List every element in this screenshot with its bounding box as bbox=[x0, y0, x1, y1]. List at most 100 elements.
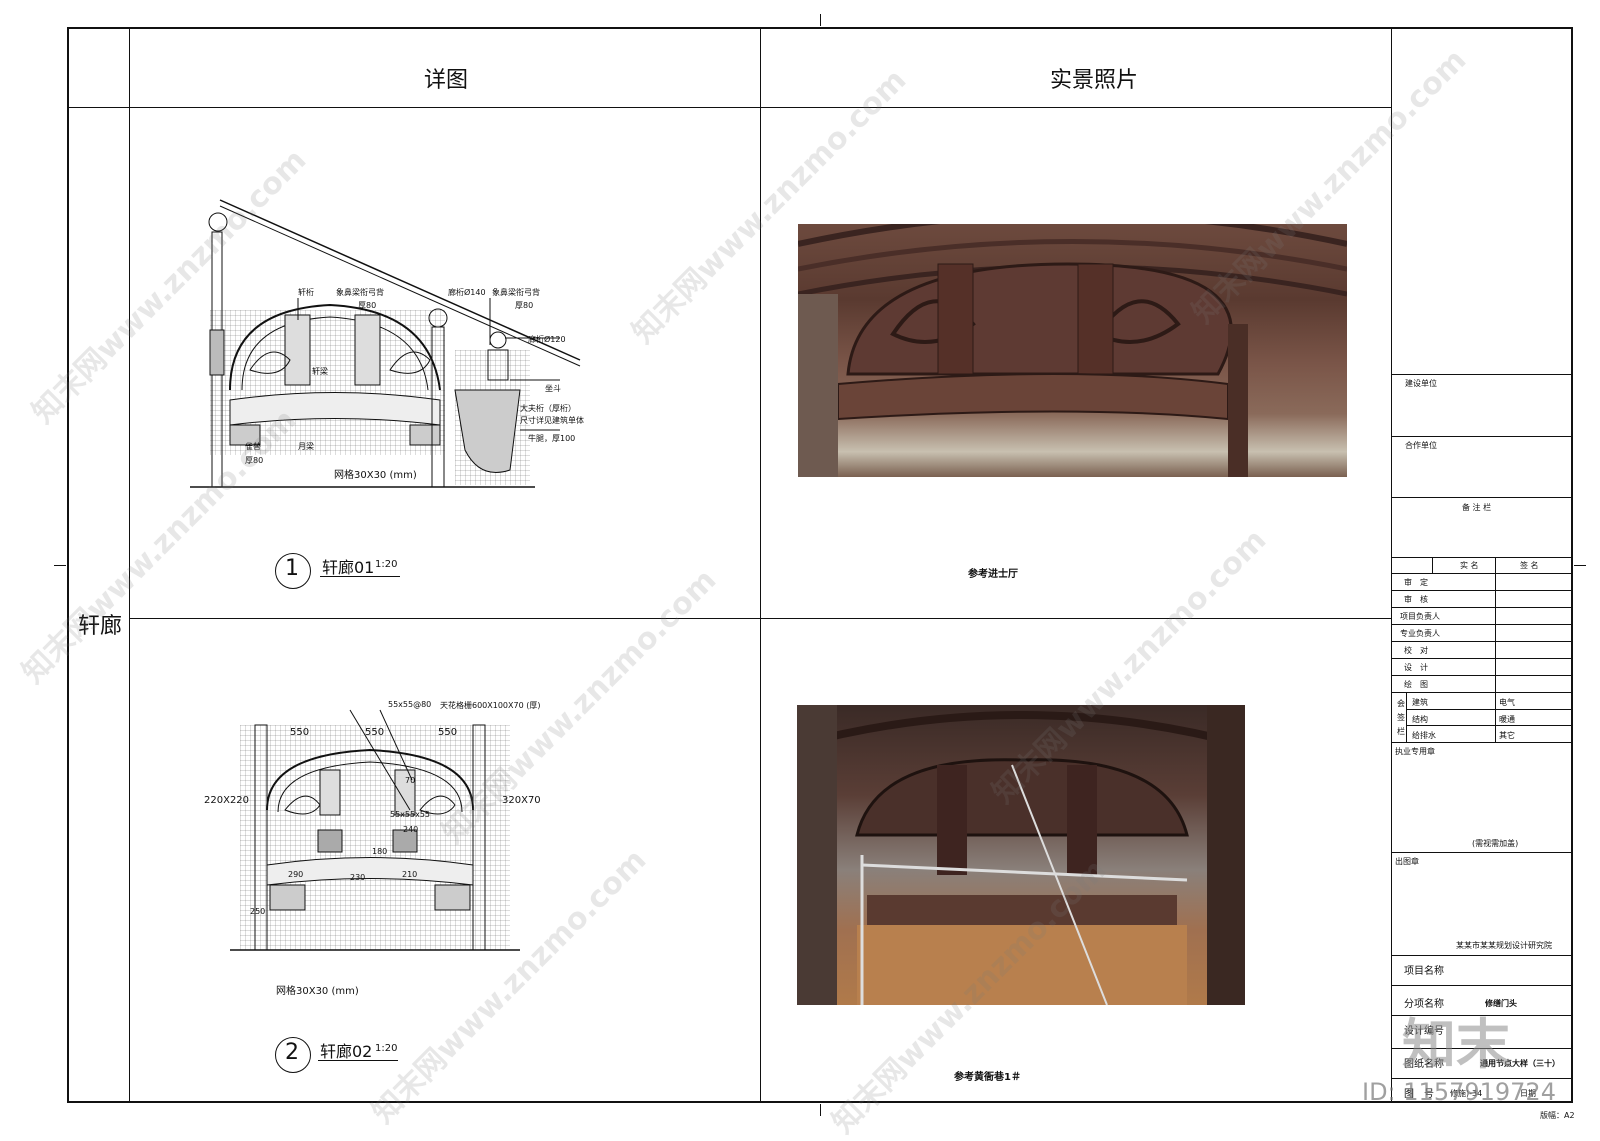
detail-01-svg bbox=[190, 199, 581, 488]
drawing-frame bbox=[67, 27, 1573, 1103]
strut-right bbox=[354, 314, 381, 386]
d2-left-dim: 220X220 bbox=[204, 795, 250, 806]
tb-client: 建设单位 bbox=[1405, 379, 1437, 388]
beam-2 bbox=[266, 857, 474, 886]
tb-row-4: 校 对 bbox=[1404, 646, 1428, 655]
d1-label-low-a: 雀替 bbox=[245, 442, 261, 451]
d2-d55: 55x55x55 bbox=[390, 810, 431, 819]
d2-label-top-a: 55x55@80 bbox=[388, 700, 432, 709]
tb-seal-note: (需视需加盖) bbox=[1472, 839, 1519, 848]
d2-d230: 230 bbox=[350, 873, 366, 882]
ornament-left bbox=[249, 351, 291, 374]
tb-cs-4: 给排水 bbox=[1412, 731, 1436, 740]
tb-real-name: 实 名 bbox=[1460, 561, 1479, 570]
block-2-left bbox=[317, 829, 343, 853]
purlin-circle-right bbox=[489, 331, 507, 349]
tb-drawing-value: 通用节点大样（三十） bbox=[1480, 1059, 1560, 1068]
purlin-circle-left bbox=[208, 212, 228, 232]
tb-seal-label: 执业专用章 bbox=[1395, 747, 1435, 756]
d2-d180: 180 bbox=[372, 847, 388, 856]
d1-label-top-a: 轩桁 bbox=[298, 288, 314, 297]
detail-01-title: 轩廊01 bbox=[322, 558, 375, 577]
d1-label-top-b-thick: 厚80 bbox=[358, 301, 377, 310]
tb-cs-0: 建筑 bbox=[1412, 698, 1428, 707]
tb-line-6 bbox=[1392, 955, 1572, 956]
tb-partner: 合作单位 bbox=[1405, 441, 1437, 450]
photo-2-svg bbox=[797, 705, 1245, 1005]
detail-01-scale: 1:20 bbox=[375, 559, 398, 570]
tb-drawing-name: 图纸名称 bbox=[1404, 1059, 1444, 1070]
grid-area-2 bbox=[240, 725, 510, 950]
d1-label-top-c: 廊桁Ø140 bbox=[448, 288, 486, 297]
leader-2a bbox=[349, 709, 411, 811]
detail-02-circle bbox=[275, 1037, 311, 1073]
detail-01-circle bbox=[275, 553, 311, 589]
tb-company: 某某市某某规划设计研究院 bbox=[1456, 941, 1552, 950]
row-divider bbox=[129, 618, 1391, 619]
tb-signature: 签 名 bbox=[1520, 561, 1539, 570]
tb-sub-value: 修缮门头 bbox=[1485, 999, 1517, 1008]
strut-left bbox=[284, 314, 311, 386]
tb-design-no: 设计编号 bbox=[1404, 1026, 1444, 1037]
ornament-right bbox=[389, 351, 431, 374]
d2-d70: 70 bbox=[405, 776, 416, 785]
tb-line-1 bbox=[1392, 374, 1572, 375]
strut-2-right bbox=[394, 769, 416, 816]
ornament-2-left bbox=[284, 795, 321, 815]
crop-mark-left bbox=[54, 565, 66, 566]
watermark-logo: 知末 bbox=[1402, 1013, 1510, 1076]
tb-row-2: 项目负责人 bbox=[1400, 612, 1440, 621]
bracket-2-left bbox=[269, 884, 306, 911]
detail-02-scale: 1:20 bbox=[375, 1043, 398, 1054]
tb-project-name: 项目名称 bbox=[1404, 966, 1444, 977]
d2-label-top-b: 天花格栅600X100X70 (厚) bbox=[440, 701, 541, 710]
d1-grid-note: 网格30X30 (mm) bbox=[334, 470, 417, 481]
sitting-dou bbox=[487, 349, 509, 381]
header-divider bbox=[67, 107, 1391, 108]
d2-d240: 240 bbox=[403, 825, 419, 834]
d1-label-right-e: 牛腿，厚100 bbox=[528, 434, 576, 443]
d1-label-right-b: 坐斗 bbox=[545, 384, 561, 393]
corbel bbox=[454, 389, 521, 473]
photo-reference-1 bbox=[798, 224, 1347, 477]
leader-2b bbox=[379, 709, 413, 781]
d1-label-top-b: 象鼻梁衔弓背 bbox=[336, 288, 384, 297]
d1-label-low-b: 月梁 bbox=[298, 442, 314, 451]
tb-line-4 bbox=[1392, 557, 1572, 558]
middle-divider bbox=[760, 27, 761, 1103]
arch-beam bbox=[229, 303, 441, 391]
tb-line-10 bbox=[1392, 1078, 1572, 1079]
row-label: 轩廊 bbox=[78, 614, 123, 639]
tb-row-0: 审 定 bbox=[1404, 578, 1428, 587]
tb-cs-5: 其它 bbox=[1499, 731, 1515, 740]
d2-d290: 290 bbox=[288, 870, 304, 879]
crop-mark-top bbox=[820, 14, 821, 26]
tb-stamp-label: 出图章 bbox=[1395, 857, 1419, 866]
d2-d250: 250 bbox=[250, 907, 266, 916]
detail-02-underline bbox=[318, 1060, 398, 1061]
tb-row-5: 设 计 bbox=[1404, 663, 1428, 672]
d2-right-dim: 320X70 bbox=[502, 795, 541, 806]
photo-caption-1: 参考进士厅 bbox=[968, 569, 1018, 580]
d1-label-mid-a: 轩梁 bbox=[312, 367, 328, 376]
detail-02-svg bbox=[230, 709, 520, 951]
tb-countersign: 会签栏 bbox=[1397, 699, 1405, 736]
bracket-2-right bbox=[434, 884, 471, 911]
tb-cs-3: 暖通 bbox=[1499, 715, 1515, 724]
detail-02-number: 2 bbox=[285, 1040, 299, 1065]
crop-mark-bottom bbox=[820, 1104, 821, 1116]
d2-dim-550-a: 550 bbox=[290, 727, 310, 738]
tb-line-3 bbox=[1392, 497, 1572, 498]
tb-remarks: 备 注 栏 bbox=[1462, 503, 1492, 512]
tb-drawing-no: 图 号 bbox=[1404, 1089, 1434, 1100]
label-column-divider bbox=[129, 27, 130, 1103]
d2-dim-550-b: 550 bbox=[365, 727, 385, 738]
tb-line-9 bbox=[1392, 1048, 1572, 1049]
header-photo-title: 实景照片 bbox=[1050, 68, 1139, 93]
d2-d210: 210 bbox=[402, 870, 418, 879]
arch-beam-inner bbox=[241, 316, 429, 391]
post-left-block bbox=[209, 329, 225, 376]
d1-label-top-d: 象鼻梁衔弓背 bbox=[492, 288, 540, 297]
d1-label-low-a-thick: 厚80 bbox=[245, 456, 264, 465]
rafter-line-2 bbox=[219, 205, 581, 367]
